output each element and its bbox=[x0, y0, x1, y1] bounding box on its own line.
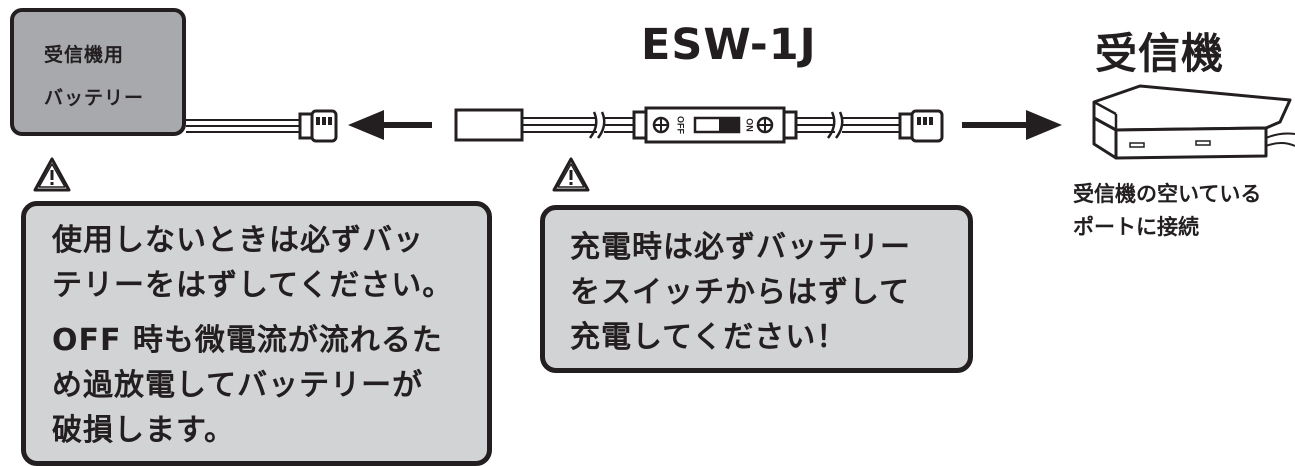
switch-title: ESW-1J bbox=[641, 20, 817, 70]
warning-text: OFF 時も微電流が流れるた bbox=[52, 323, 443, 358]
switch-body-icon: OFF ON bbox=[632, 106, 798, 144]
warning-text: テリーをはずしてください。 bbox=[52, 268, 454, 303]
switch-off-label: OFF bbox=[676, 116, 686, 134]
warning-text: をスイッチからはずして bbox=[570, 275, 911, 310]
switch-harness-left bbox=[522, 111, 636, 139]
battery-warning-box: 使用しないときは必ずバッ テリーをはずしてください。 OFF 時も微電流が流れる… bbox=[21, 201, 492, 466]
receiver-icon bbox=[1092, 84, 1295, 160]
battery-connector-icon bbox=[298, 109, 338, 143]
switch-connector-icon bbox=[898, 109, 944, 143]
warning-text: 破損します。 bbox=[52, 413, 235, 448]
warning-text: 充電してください！ bbox=[570, 320, 848, 355]
battery-label-line1: 受信機用 bbox=[44, 44, 125, 66]
port-note: 受信機の空いている ポートに接続 bbox=[1073, 178, 1261, 244]
warning-text: め過放電してバッテリーが bbox=[52, 368, 424, 403]
battery-lead bbox=[186, 119, 300, 133]
battery-label-line2: バッテリー bbox=[44, 87, 145, 109]
warning-text: 使用しないときは必ずバッ bbox=[52, 223, 424, 258]
warning-text: 充電時は必ずバッテリー bbox=[570, 230, 911, 265]
warning-icon bbox=[33, 157, 71, 192]
port-note-line1: 受信機の空いている bbox=[1073, 182, 1262, 206]
switch-harness-right bbox=[796, 111, 900, 139]
arrow-left-icon bbox=[348, 110, 432, 140]
battery-box: 受信機用 バッテリー bbox=[10, 8, 186, 136]
switch-on-label: ON bbox=[745, 118, 755, 132]
warning-icon bbox=[552, 157, 590, 192]
port-note-line2: ポートに接続 bbox=[1073, 215, 1199, 239]
receiver-title: 受信機 bbox=[1095, 29, 1225, 78]
arrow-right-icon bbox=[962, 110, 1062, 140]
switch-plug-icon bbox=[454, 108, 524, 142]
charging-warning-box: 充電時は必ずバッテリー をスイッチからはずして 充電してください！ bbox=[540, 205, 973, 373]
